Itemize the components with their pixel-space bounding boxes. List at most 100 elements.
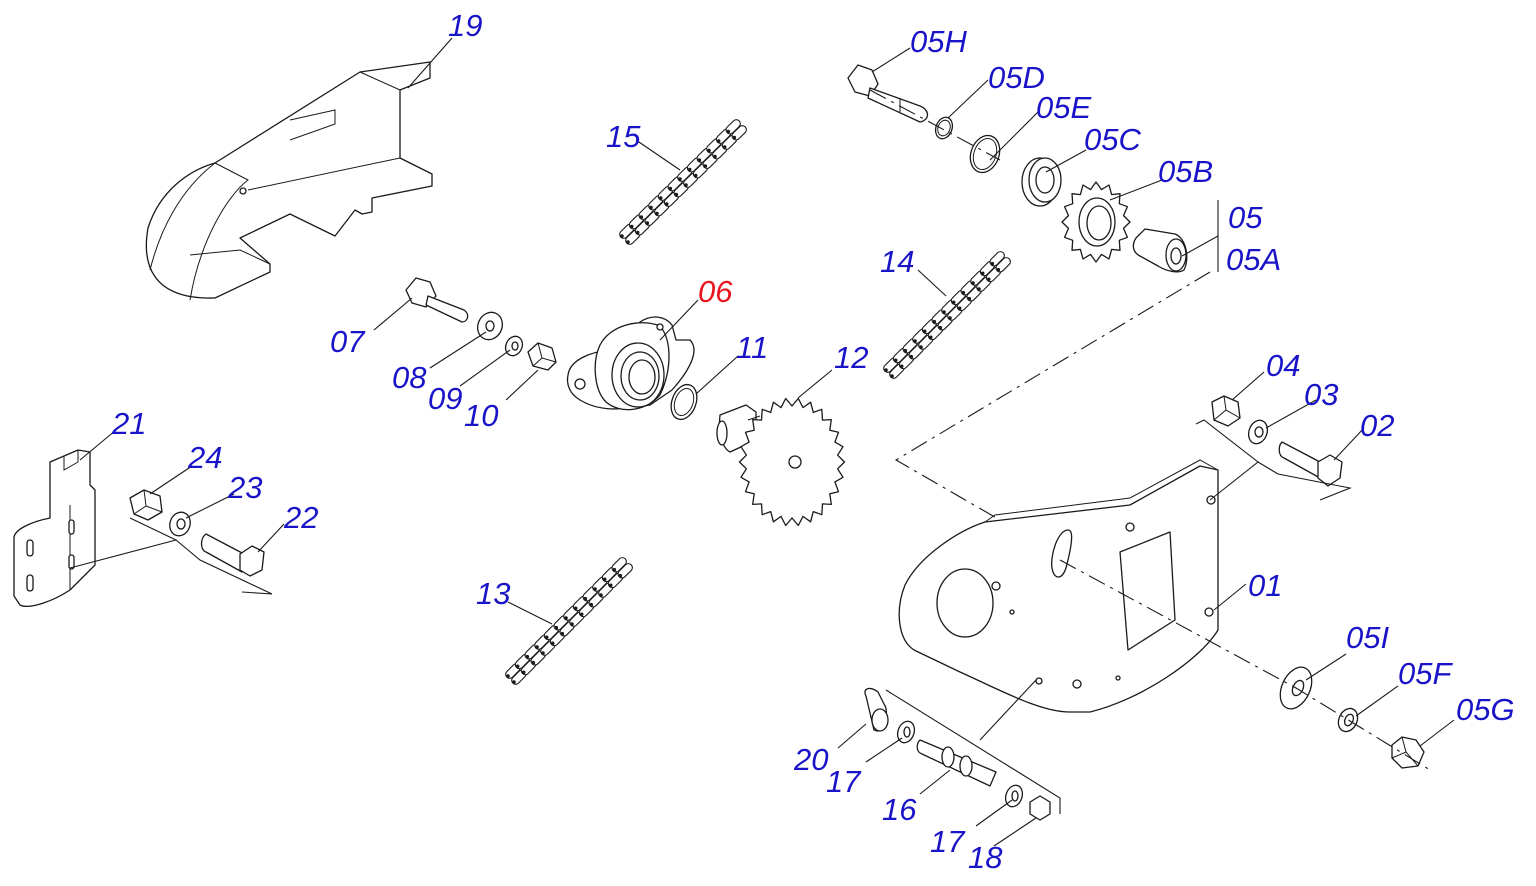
- label-05A: 05A: [1226, 242, 1281, 277]
- chain-pin: [684, 183, 688, 187]
- chain-pin: [645, 221, 650, 225]
- chain-pin: [554, 625, 559, 630]
- chain-pin: [583, 596, 588, 601]
- part-16-pin: [916, 739, 997, 787]
- label-17-upper: 17: [826, 764, 862, 799]
- chain-pin: [639, 215, 644, 219]
- label-05E: 05E: [1036, 90, 1091, 125]
- part-21-bracket: [13, 449, 96, 607]
- label-19: 19: [448, 8, 482, 43]
- part-23-washer: [169, 511, 191, 537]
- chain-pin: [655, 211, 659, 216]
- part-11-circlip: [670, 383, 698, 421]
- part-05F-washer: [1337, 707, 1359, 733]
- chain-pin: [649, 205, 653, 210]
- label-06: 06: [698, 274, 733, 309]
- part-05C-bearing: [1021, 157, 1062, 207]
- chain-pin: [544, 635, 549, 640]
- label-05I: 05I: [1346, 620, 1389, 655]
- chain-pin: [589, 602, 594, 607]
- label-20: 20: [793, 742, 828, 777]
- chain-pin: [629, 224, 634, 229]
- label-24: 24: [187, 440, 222, 475]
- chain-pin: [722, 145, 727, 149]
- chain-pin: [579, 612, 584, 617]
- chain-pin: [674, 192, 679, 197]
- label-21: 21: [111, 406, 146, 441]
- chain-pin: [980, 271, 985, 276]
- label-09: 09: [428, 381, 462, 416]
- dashed-axes: [869, 89, 1431, 771]
- label-13: 13: [476, 576, 510, 611]
- chain-pin: [697, 158, 702, 162]
- label-10: 10: [464, 398, 498, 433]
- chain-pin: [971, 281, 975, 285]
- chain-pin: [658, 196, 663, 200]
- label-15: 15: [606, 119, 641, 154]
- chain-pin: [986, 277, 991, 282]
- chain-pin: [599, 593, 603, 597]
- part-18-nut: [1029, 795, 1051, 821]
- chain-pin: [928, 335, 933, 340]
- chain-pin: [515, 664, 520, 669]
- chain-pin: [550, 641, 555, 646]
- label-23: 23: [227, 470, 262, 505]
- chain-pin: [716, 139, 721, 143]
- chain-pin: [608, 583, 613, 588]
- label-03: 03: [1304, 377, 1338, 412]
- part-01-mounting-plate: [898, 459, 1219, 713]
- part-04-nut: [1211, 395, 1241, 427]
- chain-pin: [521, 670, 526, 675]
- chain-pin: [687, 167, 692, 172]
- chain-pin: [531, 660, 536, 665]
- label-11: 11: [736, 330, 768, 365]
- part-09-lock-washer: [504, 335, 524, 357]
- part-19-chain-guard: [145, 61, 433, 301]
- label-04: 04: [1266, 348, 1300, 383]
- label-05C: 05C: [1084, 122, 1141, 157]
- chain-pin: [618, 573, 623, 578]
- part-05H-bolt: [847, 64, 929, 123]
- chain-pin: [942, 310, 946, 314]
- part-02-bolt: [1278, 441, 1343, 487]
- chain-pin: [573, 606, 578, 611]
- chain-pin: [961, 290, 966, 295]
- chain-pin: [525, 654, 530, 659]
- leader-lines: [69, 37, 1455, 847]
- label-07: 07: [330, 324, 366, 359]
- label-08: 08: [392, 360, 427, 395]
- label-22: 22: [283, 500, 318, 535]
- chain-pin: [951, 300, 956, 305]
- chain-pin: [948, 316, 952, 320]
- part-05A-spacer: [1132, 228, 1188, 273]
- chain-pin: [903, 348, 908, 353]
- chain-pin: [612, 567, 617, 572]
- chain-pin: [932, 319, 937, 324]
- chain-pin: [893, 358, 898, 363]
- chain-pin: [884, 368, 888, 372]
- chain-pin: [922, 329, 927, 334]
- chain-pin: [512, 680, 516, 684]
- label-05: 05: [1228, 200, 1263, 235]
- chain-pin: [890, 374, 894, 378]
- chain-pin: [626, 240, 630, 244]
- label-16: 16: [882, 792, 917, 827]
- chain-pin: [707, 148, 711, 153]
- label-18: 18: [968, 840, 1003, 875]
- part-14-chain: [883, 251, 1011, 379]
- chain-pin: [535, 645, 539, 649]
- chain-pin: [593, 587, 597, 591]
- label-14: 14: [880, 244, 914, 279]
- label-12: 12: [834, 340, 868, 375]
- part-05B-small-sprocket: [1061, 181, 1131, 263]
- part-12-large-sprocket: [716, 397, 846, 527]
- chain-pin: [668, 186, 673, 191]
- chain-pin: [693, 173, 698, 178]
- part-17b-washer: [1004, 784, 1024, 808]
- part-13-chain: [505, 557, 633, 685]
- part-20-wing-nut: [864, 687, 889, 732]
- part-labels: 19 15 05H 05D 05E 05C 05B 05 05A 14 06 0…: [111, 8, 1515, 875]
- chain-pin: [541, 651, 545, 655]
- label-01: 01: [1248, 568, 1282, 603]
